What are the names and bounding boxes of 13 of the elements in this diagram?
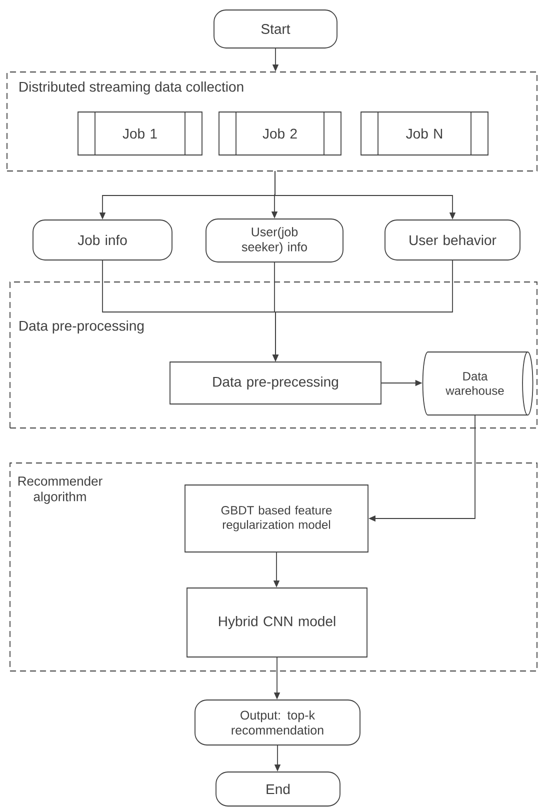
terminal-box: User(job seeker) info (206, 218, 344, 262)
terminal-box: Job info (32, 220, 172, 260)
process-box: GBDT based feature regularization model (184, 484, 368, 552)
database-cylinder: Data warehouse (422, 352, 534, 416)
process-box: Job 1 (78, 112, 202, 156)
process-box: Data pre-precessing (170, 362, 382, 404)
process-box: Hybrid CNN model (186, 588, 368, 658)
terminal-box: End (216, 772, 340, 806)
terminal-box: User behavior (384, 220, 520, 260)
process-box: Job N (360, 112, 488, 156)
terminal-box: Start (214, 10, 338, 48)
process-box: Job 2 (218, 112, 342, 156)
terminal-box: Output: top-k recommendation (194, 700, 360, 746)
